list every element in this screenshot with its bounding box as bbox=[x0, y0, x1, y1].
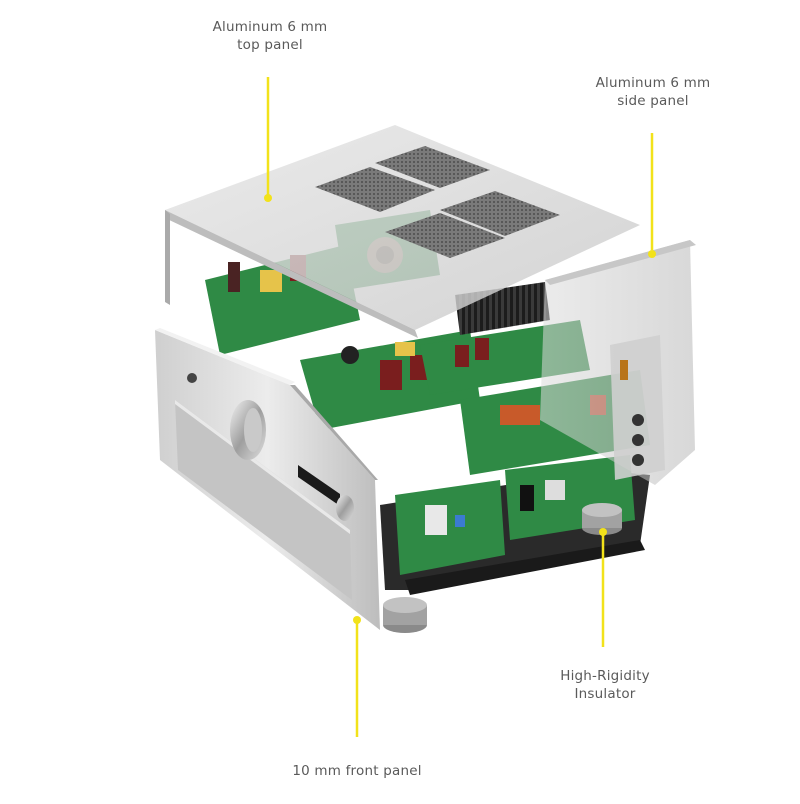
callout-insulator-line1: High-Rigidity bbox=[560, 668, 650, 684]
vent-grille-2 bbox=[375, 146, 490, 188]
display-window bbox=[298, 465, 340, 506]
callout-top-panel-line2: top panel bbox=[237, 37, 303, 53]
leader-dot-front-panel bbox=[353, 616, 361, 624]
callout-insulator-line2: Insulator bbox=[574, 686, 636, 702]
insulator-foot-right bbox=[582, 503, 622, 535]
selector-knob bbox=[336, 495, 354, 521]
callout-top-panel-line1: Aluminum 6 mm bbox=[212, 19, 328, 35]
vent-grille-4 bbox=[385, 213, 505, 258]
callout-side-panel-line1: Aluminum 6 mm bbox=[595, 75, 711, 91]
leader-dot-side-panel bbox=[648, 250, 656, 258]
vent-grille-1 bbox=[315, 167, 435, 212]
callout-front-panel: 10 mm front panel bbox=[282, 762, 432, 780]
callout-insulator: High-Rigidity Insulator bbox=[545, 667, 665, 703]
front-recess bbox=[175, 400, 352, 600]
callout-side-panel: Aluminum 6 mm side panel bbox=[588, 74, 718, 110]
insulator-foot-front bbox=[383, 597, 427, 633]
callout-side-panel-line2: side panel bbox=[617, 93, 689, 109]
leader-dot-insulator bbox=[599, 528, 607, 536]
headphone-jack bbox=[187, 373, 197, 383]
vent-grille-3 bbox=[440, 191, 560, 236]
leader-dot-top-panel bbox=[264, 194, 272, 202]
pcb-lower bbox=[395, 480, 505, 575]
callout-front-panel-line1: 10 mm front panel bbox=[292, 763, 422, 779]
callout-top-panel: Aluminum 6 mm top panel bbox=[205, 18, 335, 54]
